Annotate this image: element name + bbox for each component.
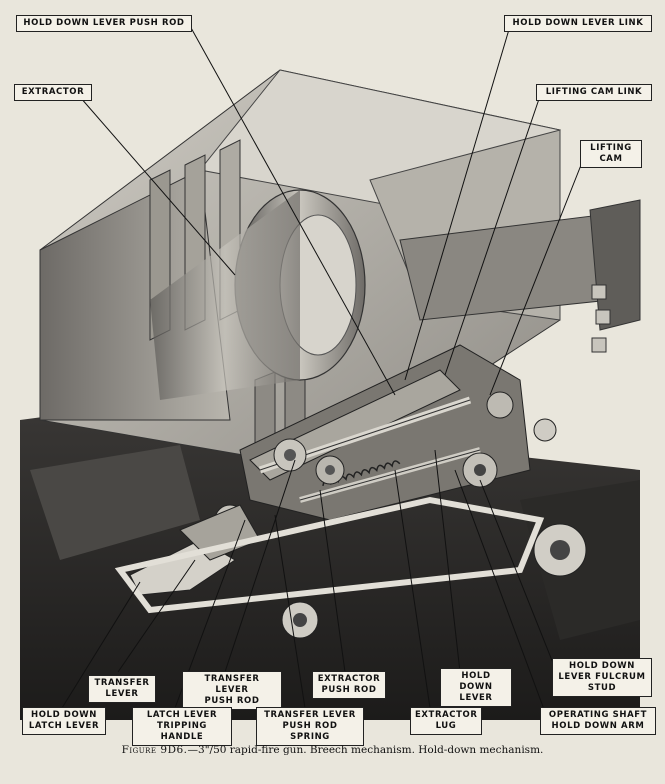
figure-caption: Figure 9D6.—3"/50 rapid-fire gun. Breech…: [0, 744, 665, 756]
label-latch-lever-tripping-handle: LATCH LEVER TRIPPING HANDLE: [132, 707, 232, 746]
label-extractor-lug: EXTRACTOR LUG: [410, 707, 482, 735]
label-transfer-lever-push-rod: TRANSFER LEVER PUSH ROD: [182, 671, 282, 710]
label-hold-down-lever: HOLD DOWN LEVER: [440, 668, 512, 707]
leader-lines: [61, 25, 584, 713]
leader-lifting-cam-link: [444, 95, 541, 376]
leader-lifting-cam: [489, 159, 584, 396]
leader-hold-down-lever: [434, 449, 461, 673]
label-lifting-cam: LIFTING CAM: [580, 140, 642, 168]
leader-extractor: [79, 96, 236, 276]
label-transfer-lever: TRANSFER LEVER: [88, 675, 156, 703]
label-hold-down-lever-fulcrum-stud: HOLD DOWN LEVER FULCRUM STUD: [552, 658, 652, 697]
figure-caption-text: —3"/50 rapid-fire gun. Breech mechanism.…: [187, 744, 544, 756]
leader-transfer-lever-push-rod-spring: [274, 514, 306, 709]
figure-number: Figure 9D6.: [121, 744, 188, 756]
label-transfer-lever-push-rod-spring: TRANSFER LEVER PUSH ROD SPRING: [256, 707, 364, 746]
label-operating-shaft-hold-down-arm: OPERATING SHAFT HOLD DOWN ARM: [540, 707, 656, 735]
label-lifting-cam-link: LIFTING CAM LINK: [536, 84, 652, 101]
label-hold-down-lever-push-rod: HOLD DOWN LEVER PUSH ROD: [16, 15, 192, 32]
leader-hold-down-lever-link: [404, 25, 511, 381]
label-extractor-push-rod: EXTRACTOR PUSH ROD: [312, 671, 386, 699]
leader-extractor-push-rod: [319, 489, 346, 673]
label-hold-down-lever-link: HOLD DOWN LEVER LINK: [504, 15, 652, 32]
label-extractor: EXTRACTOR: [14, 84, 92, 101]
label-hold-down-latch-lever: HOLD DOWN LATCH LEVER: [22, 707, 106, 735]
leader-hold-down-lever-push-rod: [189, 25, 396, 396]
leader-hold-down-latch-lever: [61, 581, 141, 709]
leader-operating-shaft-hold-down-arm: [454, 469, 546, 713]
leader-hold-down-lever-fulcrum-stud: [479, 479, 556, 669]
leader-extractor-lug: [394, 469, 431, 709]
leader-transfer-lever: [117, 559, 196, 673]
leader-transfer-lever-push-rod: [224, 459, 296, 673]
